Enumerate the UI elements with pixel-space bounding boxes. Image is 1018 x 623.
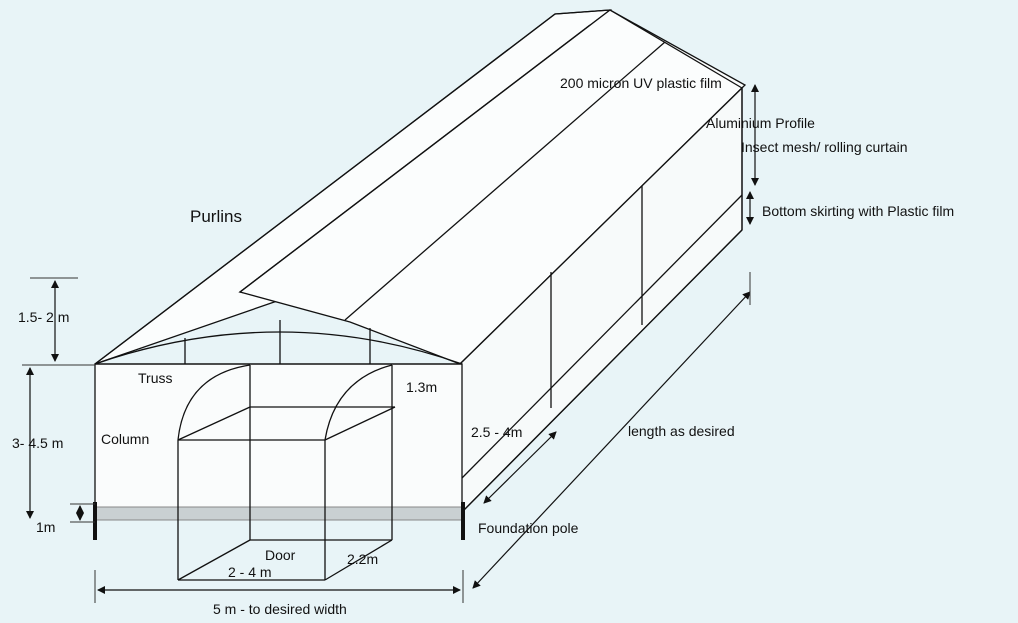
length-label: length as desired xyxy=(628,423,735,439)
purlins-label: Purlins xyxy=(190,207,242,226)
door-depth-label: 2.2m xyxy=(347,551,378,567)
insect-mesh-label: Insect mesh/ rolling curtain xyxy=(741,139,908,155)
gutter-label: 1.3m xyxy=(406,379,437,395)
door-arch-right xyxy=(324,364,393,441)
door-label: Door xyxy=(265,547,296,563)
door-top-right xyxy=(324,406,396,441)
front-gable xyxy=(94,320,463,511)
roof-back-edge xyxy=(609,9,743,89)
door-bottom-right xyxy=(324,539,393,581)
foundation-label: Foundation pole xyxy=(478,520,579,536)
column-label: Column xyxy=(101,431,149,447)
roof-ridge-right xyxy=(344,41,666,321)
bay-label: 2.5 - 4m xyxy=(471,424,522,440)
film-label: 200 micron UV plastic film xyxy=(560,75,722,91)
labels: 200 micron UV plastic film Aluminium Pro… xyxy=(12,75,954,617)
width-label: 5 m - to desired width xyxy=(213,601,347,617)
roof-ridge-valley xyxy=(239,24,591,293)
height-label: 3- 4.5 m xyxy=(12,435,63,451)
foundation xyxy=(93,502,465,540)
door-top-left xyxy=(177,406,251,441)
door-width-label: 2 - 4 m xyxy=(228,564,272,580)
door-frame xyxy=(177,364,396,581)
dimensions xyxy=(22,84,759,603)
truss-label: Truss xyxy=(138,370,172,386)
skirting-label: Bottom skirting with Plastic film xyxy=(762,203,954,219)
roof xyxy=(94,9,747,365)
foundation-strip xyxy=(94,506,463,521)
length-arrow xyxy=(472,291,751,589)
front-wall xyxy=(94,363,463,511)
front-arch xyxy=(94,331,463,365)
door-arch-left xyxy=(177,364,251,441)
base-label: 1m xyxy=(36,519,55,535)
roof-top-edge xyxy=(554,9,611,15)
aluminium-label: Aluminium Profile xyxy=(706,115,815,131)
roof-ridge-left xyxy=(94,13,556,365)
door-bottom-left xyxy=(177,539,251,581)
rise-label: 1.5- 2 m xyxy=(18,309,69,325)
